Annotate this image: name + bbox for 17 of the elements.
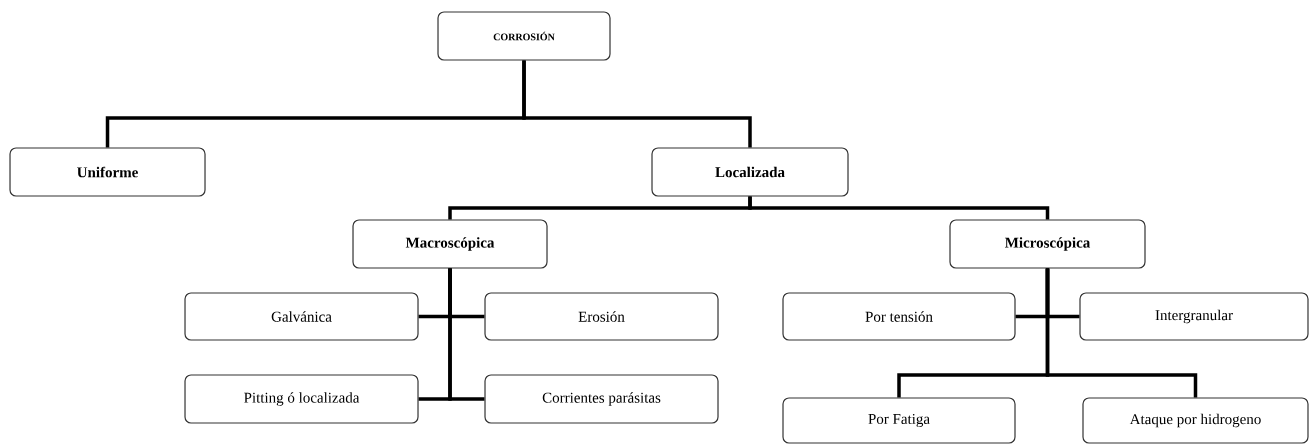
category-box: Localizada <box>651 147 849 197</box>
type-box: Pitting ó localizada <box>184 374 419 424</box>
type-box: Erosión <box>484 292 719 341</box>
type-box: Intergranular <box>1079 292 1309 341</box>
type-box: Ataque por hidrogeno <box>1082 397 1309 444</box>
type-box: Por Fatiga <box>782 397 1016 444</box>
connector-line <box>1045 268 1198 398</box>
connector-line <box>748 196 1050 220</box>
connector-line <box>522 60 752 148</box>
category-box: Uniforme <box>9 147 206 197</box>
type-box: Por tensión <box>782 292 1016 341</box>
category-box: Macroscópica <box>352 219 548 269</box>
type-box: Corrientes parásitas <box>484 374 719 424</box>
connector-line <box>448 268 485 401</box>
type-box: Galvánica <box>184 292 419 341</box>
category-box: CORROSIÓN <box>437 11 611 61</box>
category-box: Microscópica <box>949 219 1146 269</box>
